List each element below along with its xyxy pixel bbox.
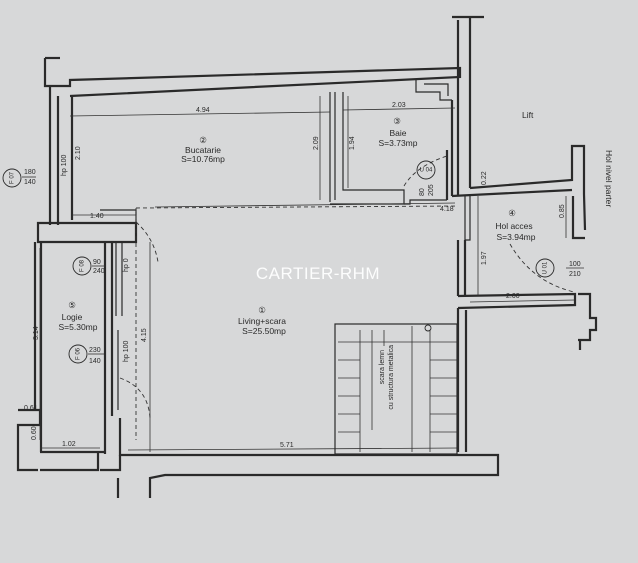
staircase-label-2: cu structura metalica: [388, 345, 395, 410]
opening-badge: [416, 160, 436, 180]
dim-4-15: 4.15: [141, 328, 148, 342]
opening-badge: [2, 168, 22, 188]
dim-0-22: 0.22: [481, 171, 488, 185]
opening-width: 90: [93, 259, 101, 266]
room-area: S=3.73mp: [379, 138, 418, 148]
left-wall: [48, 86, 74, 225]
room-number: ⑤: [68, 300, 76, 310]
opening-u04: U 04 80 205: [416, 160, 436, 196]
lift-wall: [452, 15, 484, 196]
opening-height: 140: [24, 179, 36, 186]
dim-0-85: 0.85: [559, 204, 566, 218]
room-number: ②: [199, 135, 207, 145]
opening-width: 80: [419, 188, 426, 196]
opening-badge: [72, 256, 92, 276]
room-number: ①: [258, 305, 266, 315]
dimension-labels: 4.94 2.03 2.09 1.94 2.10 1.40 4.18 0.22 …: [24, 102, 566, 449]
dim-1-02: 1.02: [62, 441, 76, 448]
opening-width: 180: [24, 169, 36, 176]
dim-2-09: 2.09: [313, 136, 320, 150]
opening-f08: F 08 90 240: [72, 256, 106, 276]
dim-1-94: 1.94: [349, 136, 356, 150]
lift-bottom-wall: [469, 144, 587, 231]
room-living: ① Living+scara S=25.50mp: [238, 305, 286, 336]
opening-code: F 07: [10, 171, 16, 184]
room-name: Baie: [389, 128, 406, 138]
bottom-wall: [116, 418, 500, 498]
room-name: Living+scara: [238, 316, 286, 326]
dim-4-94: 4.94: [196, 107, 210, 114]
opening-f06: F 06 230 140: [68, 344, 104, 365]
staircase: [334, 323, 458, 455]
door-swings: [119, 155, 575, 419]
dim-2-10: 2.10: [75, 146, 82, 160]
opening-height: 140: [89, 358, 101, 365]
opening-code: F 06: [76, 347, 82, 360]
room-number: ③: [393, 116, 401, 126]
opening-width: 100: [569, 261, 581, 268]
lift-label: Lift: [522, 110, 534, 120]
opening-height: 240: [93, 268, 105, 275]
room-name: Logie: [62, 312, 83, 322]
opening-height: 210: [569, 271, 581, 278]
opening-width: 230: [89, 347, 101, 354]
dim-2-03: 2.03: [392, 102, 406, 109]
dim-1-97: 1.97: [481, 251, 488, 265]
opening-badge: [535, 258, 555, 278]
dim-2-00: 2.00: [506, 293, 520, 300]
opening-f07: F 07 180 140: [2, 168, 36, 188]
walls: [16, 15, 598, 498]
opening-u01: U 01 100 210: [535, 258, 584, 278]
hp100-bottom: hp 100: [123, 340, 130, 362]
room-area: S=25.50mp: [242, 326, 286, 336]
watermark: CARTIER-RHM: [256, 264, 380, 283]
logie-top-wall: [36, 221, 138, 244]
room-name: Bucatarie: [185, 145, 221, 155]
dim-1-40: 1.40: [90, 213, 104, 220]
hp0-label: hp 0: [123, 258, 130, 272]
room-name: Hol acces: [495, 221, 532, 231]
room-bucatarie: ② Bucatarie S=10.76mp: [181, 135, 225, 164]
opening-code: U 01: [543, 261, 549, 274]
room-area: S=3.94mp: [497, 232, 536, 242]
dim-5-71: 5.71: [280, 442, 294, 449]
room-hol-acces: ④ Hol acces S=3.94mp: [495, 208, 535, 242]
room-logie: ⑤ Logie S=5.30mp: [59, 300, 98, 332]
room-baie: ③ Baie S=3.73mp: [379, 116, 418, 148]
opening-badge: [68, 344, 88, 364]
hp100-top: hp 100: [61, 154, 68, 176]
staircase-label-1: scara lemn: [379, 350, 386, 384]
hol-nivel-parter-label: Hol nivel parter: [604, 150, 614, 207]
room-number: ④: [508, 208, 516, 218]
top-wall: [43, 58, 462, 98]
dim-4-18: 4.18: [440, 206, 454, 213]
dim-0-61: 0.61: [24, 405, 38, 412]
dim-0-60: 0.60: [31, 426, 38, 440]
room-area: S=10.76mp: [181, 154, 225, 164]
opening-code: U 04: [420, 168, 433, 174]
opening-height: 205: [428, 184, 435, 196]
dim-3-14: 3.14: [33, 326, 40, 340]
room-area: S=5.30mp: [59, 322, 98, 332]
opening-code: F 08: [80, 259, 86, 272]
